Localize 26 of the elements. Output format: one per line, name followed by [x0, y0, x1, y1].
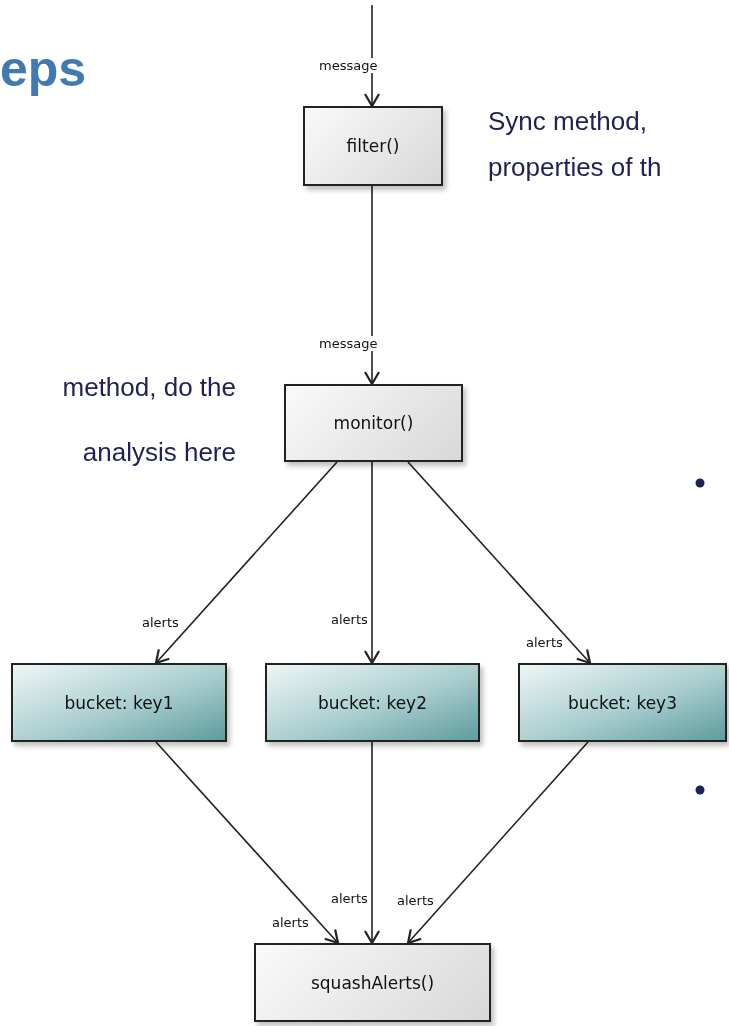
edge-label: message	[318, 336, 379, 351]
process-box: bucket: key2	[265, 663, 480, 742]
process-box: monitor()	[284, 384, 463, 462]
arrow	[363, 741, 381, 945]
arrow	[363, 185, 381, 386]
process-box: squashAlerts()	[254, 943, 491, 1022]
body-text: Sync method,	[488, 106, 647, 137]
slide-title: eps	[0, 40, 87, 98]
edge-label: alerts	[396, 893, 435, 908]
edge-label: alerts	[525, 635, 564, 650]
arrow	[407, 461, 592, 665]
edge-label: alerts	[271, 915, 310, 930]
arrow	[154, 461, 338, 665]
edge-label: alerts	[330, 891, 369, 906]
body-text: analysis here	[82, 437, 236, 468]
arrow	[363, 461, 381, 665]
edge-label: alerts	[141, 615, 180, 630]
body-text: properties of th	[488, 152, 662, 183]
process-box: bucket: key1	[11, 663, 227, 742]
arrow	[406, 741, 589, 945]
body-text: method, do the	[62, 372, 236, 403]
process-box: filter()	[303, 106, 443, 186]
edge-label: message	[318, 58, 379, 73]
arrow	[155, 741, 340, 945]
edge-label: alerts	[330, 612, 369, 627]
process-box: bucket: key3	[518, 663, 727, 742]
